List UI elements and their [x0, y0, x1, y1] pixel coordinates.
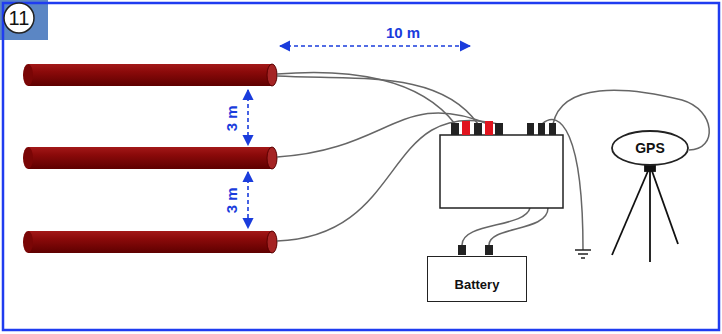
terminal [474, 123, 482, 135]
dimension-label: 10 m [384, 25, 422, 42]
node-text: Battery [455, 277, 500, 292]
tripod [612, 165, 678, 262]
cable-2 [23, 147, 277, 169]
battery-box: Battery [427, 256, 527, 302]
instrument-box [440, 135, 563, 208]
dimension-label: 3 m [224, 185, 241, 215]
terminal [451, 123, 459, 135]
dimension-arrow [247, 90, 249, 145]
battery-terminals [458, 245, 493, 255]
tripod-leg [649, 171, 651, 262]
dimension-lines [248, 46, 470, 228]
terminal [485, 245, 493, 255]
terminal [458, 245, 466, 255]
electrode-cables [23, 64, 277, 253]
callout-number: 11 [7, 7, 32, 29]
power-wire [489, 208, 548, 245]
cable-3 [23, 231, 277, 253]
panel-frame [3, 3, 719, 330]
cable-body [28, 147, 272, 169]
terminal [538, 123, 545, 135]
ellipse-shape [612, 131, 688, 165]
dimension-arrow [247, 172, 249, 228]
corner-tab [0, 0, 48, 40]
dimension-label: 3 m [224, 103, 241, 133]
power-wire [462, 208, 530, 245]
callout-circle [4, 3, 34, 33]
wire [277, 72, 455, 124]
terminal [549, 123, 556, 135]
ground-bar [581, 257, 585, 259]
cable-body [28, 64, 272, 86]
terminal [462, 121, 470, 135]
cable-end [267, 147, 277, 169]
tripod-leg [652, 171, 678, 244]
cable-end [267, 64, 277, 86]
terminal [527, 123, 534, 135]
ground-symbol [575, 250, 591, 258]
cable-end [23, 147, 33, 169]
ground-bar [575, 249, 591, 251]
terminal [485, 121, 493, 135]
cable-end [23, 231, 33, 253]
gps-receiver: GPS [611, 130, 689, 166]
cable-body [28, 231, 272, 253]
cable-end [23, 64, 33, 86]
wire [277, 76, 478, 124]
wires [277, 72, 709, 250]
node-text: GPS [635, 140, 665, 156]
cable-1 [23, 64, 277, 86]
tripod-leg [612, 171, 648, 255]
cable-end [267, 231, 277, 253]
instrument [440, 121, 563, 208]
terminal [495, 123, 503, 135]
dimension-arrow [280, 45, 470, 47]
ground-bar [578, 253, 588, 255]
